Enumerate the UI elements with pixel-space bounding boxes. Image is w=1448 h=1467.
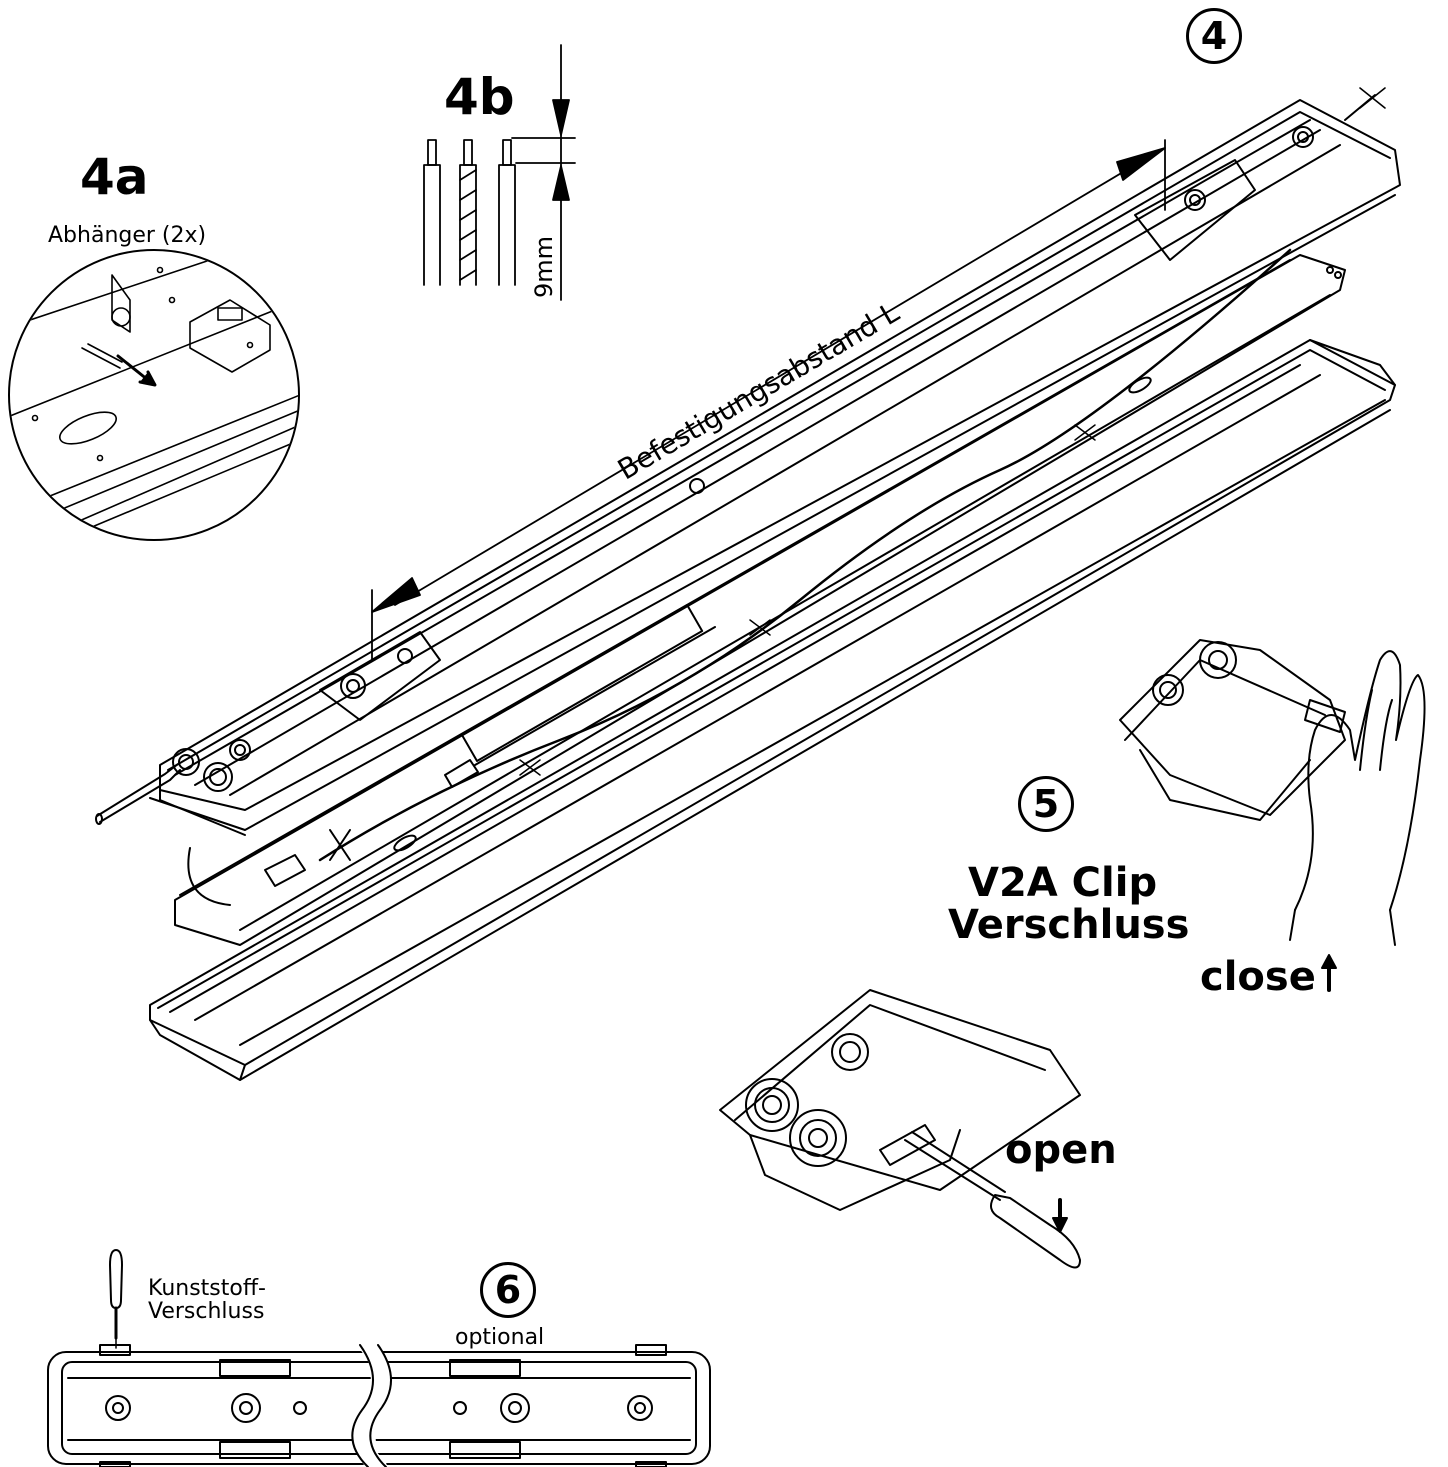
screwdriver-icon <box>109 1249 123 1349</box>
clip-open-detail <box>719 989 1081 1269</box>
step-4a-title: 4a <box>80 148 149 206</box>
detail-4a-circle <box>8 249 300 541</box>
diffuser-cover <box>149 339 1396 1081</box>
wire-strip-diagram <box>423 44 576 301</box>
strip-length-label: 9mm <box>530 235 558 298</box>
open-label: open <box>1005 1127 1117 1173</box>
suspension-hook-caption: Abhänger (2x) <box>48 223 207 248</box>
optional-caption: optional <box>455 1325 545 1350</box>
step-4b-title: 4b <box>444 68 515 126</box>
plastic-clip-label-line2: Verschluss <box>148 1299 265 1324</box>
clip-close-detail <box>1119 639 1426 946</box>
luminaire-housing <box>149 87 1401 836</box>
plan-view-luminaire <box>47 1336 711 1467</box>
step-6-badge: 6 <box>480 1262 536 1318</box>
mounting-distance-dimension <box>371 139 1166 661</box>
step-4-badge: 4 <box>1186 8 1242 64</box>
close-arrow <box>1321 954 1337 992</box>
power-cable <box>95 763 181 825</box>
close-label: close <box>1200 954 1316 1000</box>
clip-title-line2: Verschluss <box>948 902 1190 948</box>
gear-tray <box>174 248 1346 946</box>
open-arrow <box>1052 1198 1068 1233</box>
plastic-clip-label-line1: Kunststoff- <box>148 1276 266 1301</box>
clip-title-line1: V2A Clip <box>968 860 1158 906</box>
step-5-badge: 5 <box>1018 776 1074 832</box>
